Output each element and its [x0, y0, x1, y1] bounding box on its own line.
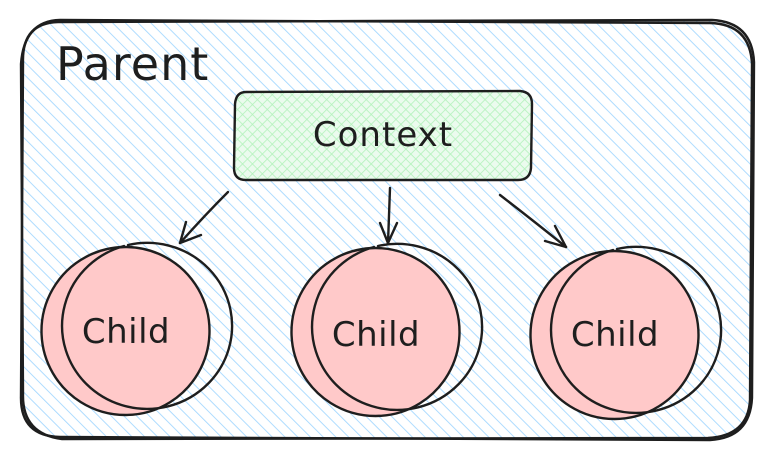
parent-box-outline-sketch	[19, 18, 754, 441]
context-box: Context	[232, 89, 534, 182]
child-node-1: Child	[40, 241, 234, 417]
arrow-context-to-child-3	[498, 193, 568, 249]
child-3-label: Child	[571, 315, 659, 355]
arrow-context-to-child-1	[178, 190, 230, 245]
child-node-1-circle	[42, 247, 210, 415]
child-node-3: Child	[529, 245, 723, 421]
arrow-context-to-child-2	[378, 186, 399, 245]
parent-label: Parent	[56, 37, 209, 91]
child-node-2: Child	[290, 242, 484, 418]
child-1-label: Child	[82, 312, 170, 352]
context-label: Context	[313, 115, 453, 155]
context-box-fill	[234, 91, 532, 180]
child-node-2-circle	[292, 248, 460, 416]
child-node-3-circle	[531, 251, 699, 419]
context-box-outline	[232, 89, 534, 182]
child-2-label: Child	[332, 315, 420, 355]
